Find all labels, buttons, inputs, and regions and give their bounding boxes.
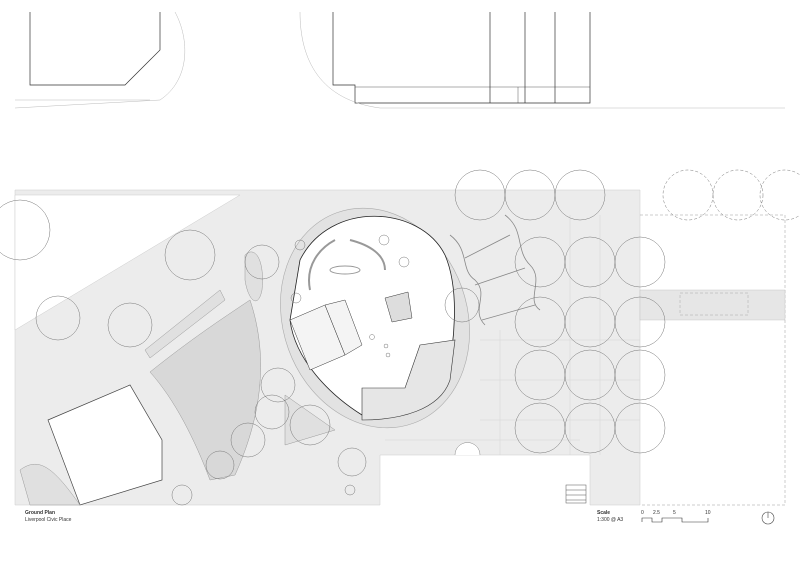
trees [0, 169, 800, 506]
scale-label: Scale [597, 510, 611, 516]
building-block-west [29, 12, 161, 86]
scale-value: 1:300 @ A3 [597, 517, 624, 523]
road-edges [14, 11, 785, 109]
plaza-arch [454, 442, 481, 456]
core-stairs [289, 291, 413, 371]
scale-tick-5: 5 [673, 510, 676, 516]
scale-bar [641, 517, 709, 523]
existing-buildings [29, 12, 591, 104]
landscape-features [19, 251, 336, 506]
civic-building [280, 207, 470, 429]
drawing-title: Ground Plan [25, 510, 55, 516]
staircase-south [565, 484, 587, 504]
building-block-east [332, 12, 591, 104]
scale-tick-10: 10 [705, 510, 711, 516]
project-name: Liverpool Civic Place [25, 517, 72, 523]
north-arrow-icon [761, 511, 775, 525]
existing-building-southwest [47, 384, 163, 506]
paving-grid [385, 215, 640, 455]
scale-tick-0: 0 [641, 510, 644, 516]
scale-tick-2-5: 2.5 [653, 510, 660, 516]
